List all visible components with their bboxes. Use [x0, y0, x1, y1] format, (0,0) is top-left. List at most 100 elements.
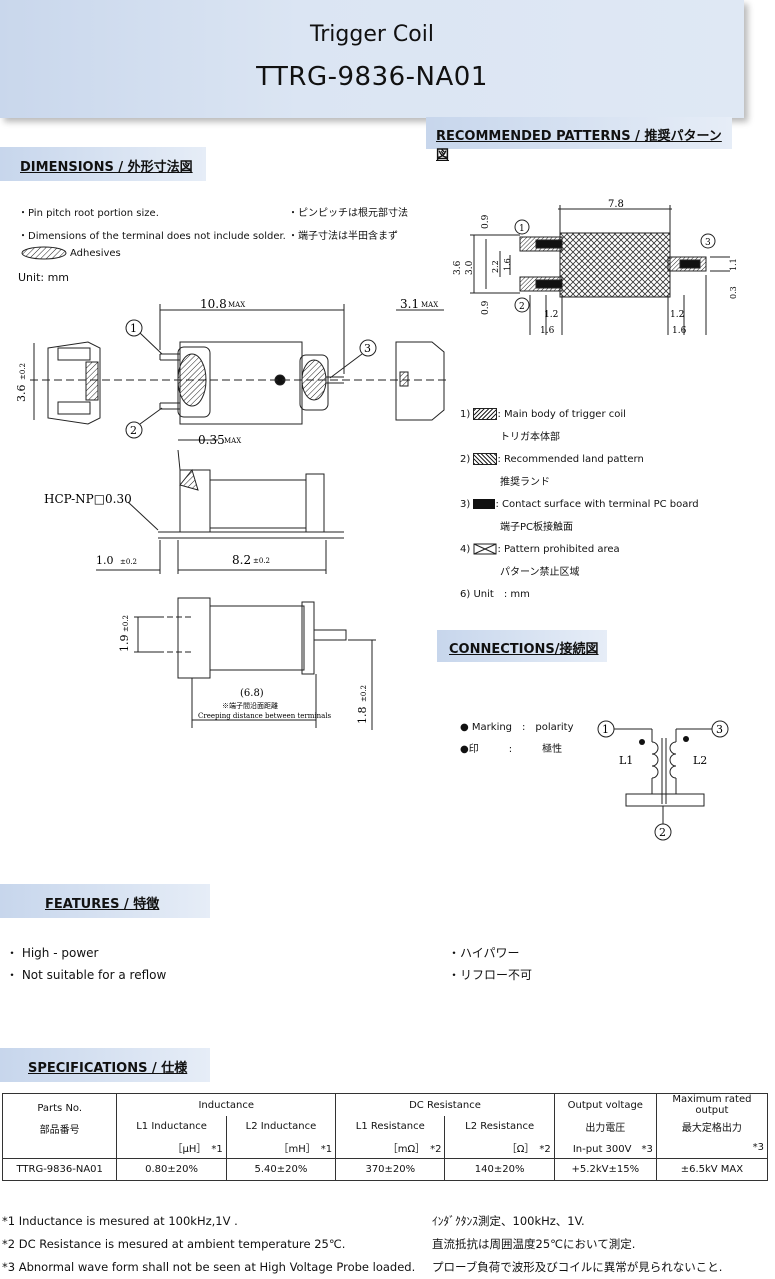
legend-jp: トリガ本体部 — [500, 431, 560, 443]
note-pin-pitch: ・Pin pitch root portion size. — [18, 208, 159, 219]
svg-text:HCP-NP□0.30: HCP-NP□0.30 — [44, 492, 132, 506]
svg-text:±0.2: ±0.2 — [19, 363, 27, 380]
max-output-header: Maximum rated output — [655, 1093, 769, 1116]
feature-item: ・ハイパワー — [448, 946, 520, 960]
svg-text:1.2: 1.2 — [670, 310, 684, 320]
feature-item: ・リフロー不可 — [448, 968, 533, 982]
max-output-jp: 最大定格出力 — [655, 1116, 769, 1137]
parts-no-header: Parts No.部品番号 — [1, 1093, 118, 1159]
output-voltage-header: Output voltage — [553, 1093, 657, 1116]
svg-text:1.1: 1.1 — [729, 258, 738, 271]
features-header: FEATURES / 特徴 — [0, 884, 210, 918]
svg-text:L1: L1 — [619, 754, 633, 767]
max-output-unit: *3 — [655, 1137, 769, 1159]
features-list-en: ・ High - power ・ Not suitable for a refl… — [6, 942, 166, 986]
recommended-pattern-drawing: 7.8 0.9 0.9 3.6 3.0 2.2 1.6 1.2 1.6 1.2 … — [453, 199, 738, 336]
svg-text:±0.2: ±0.2 — [120, 558, 137, 566]
inductance-header: Inductance — [116, 1093, 337, 1116]
svg-text:0.9: 0.9 — [481, 300, 491, 315]
legend-item: 3) : Contact surface with terminal PC bo… — [460, 499, 699, 510]
doc-title: Trigger Coil — [310, 22, 434, 47]
svg-text:2: 2 — [659, 826, 666, 839]
note-terminal-solder: ・Dimensions of the terminal does not inc… — [18, 231, 286, 242]
svg-text:MAX: MAX — [224, 437, 241, 445]
l1-resistance-header: L1 Resistance — [335, 1116, 446, 1137]
specifications-header: SPECIFICATIONS / 仕様 — [0, 1048, 210, 1082]
svg-text:MAX: MAX — [228, 301, 245, 309]
feature-item: ・ Not suitable for a reflow — [6, 968, 167, 982]
svg-text:8.2: 8.2 — [232, 553, 251, 567]
output-voltage-jp: 出力電圧 — [553, 1116, 657, 1137]
footnote: *3 Abnormal wave form shall not be seen … — [2, 1260, 416, 1274]
l2-resistance-unit: ［Ω］ *2 — [444, 1137, 555, 1159]
unit-label: Unit: mm — [18, 271, 70, 284]
svg-text:1.2: 1.2 — [544, 310, 558, 320]
svg-text:1.0: 1.0 — [96, 554, 114, 567]
svg-text:3.6: 3.6 — [453, 260, 463, 275]
svg-text:3.6: 3.6 — [15, 385, 28, 403]
adhesive-symbol — [21, 246, 67, 260]
legend-item: 1) : Main body of trigger coil — [460, 408, 626, 420]
legend-item: 4) : Pattern prohibited area — [460, 543, 620, 555]
svg-text:MAX: MAX — [421, 301, 438, 309]
main-body-swatch — [473, 408, 498, 420]
legend-item: 2) : Recommended land pattern — [460, 453, 644, 465]
footnote: *1 Inductance is mesured at 100kHz,1V . — [2, 1214, 238, 1228]
svg-text:0.35: 0.35 — [198, 433, 225, 447]
svg-text:L2: L2 — [693, 754, 707, 767]
spec-table: Parts No.部品番号 Inductance DC Resistance O… — [1, 1093, 769, 1181]
note-pin-pitch-jp: ・ピンピッチは根元部寸法 — [288, 208, 408, 219]
svg-text:2: 2 — [130, 424, 137, 437]
cell-l1-resistance: 370±20% — [335, 1158, 446, 1181]
contact-surface-swatch — [473, 499, 496, 509]
svg-text:1: 1 — [519, 224, 525, 234]
table-row: TTRG-9836-NA01 0.80±20% 5.40±20% 370±20%… — [1, 1158, 769, 1181]
footnote: ｲﾝﾀﾞｸﾀﾝｽ測定、100kHz、1V. — [432, 1214, 585, 1228]
svg-text:±0.2: ±0.2 — [122, 615, 130, 632]
l1-resistance-unit: ［mΩ］ *2 — [335, 1137, 446, 1159]
cell-output-voltage: +5.2kV±15% — [553, 1158, 657, 1181]
cell-l2-resistance: 140±20% — [444, 1158, 555, 1181]
dc-resistance-header: DC Resistance — [335, 1093, 555, 1116]
dimension-drawing: 10.8 MAX 3.1 MAX 1 2 3 3.6 ±0.2 0.35 MAX… — [15, 297, 450, 730]
l2-inductance-unit: ［mH］ *1 — [225, 1137, 337, 1159]
cell-max-output: ±6.5kV MAX — [655, 1158, 769, 1181]
svg-text:3: 3 — [716, 723, 723, 736]
legend-jp: 推奨ランド — [500, 476, 550, 488]
svg-text:7.8: 7.8 — [608, 199, 624, 210]
feature-item: ・ High - power — [6, 946, 99, 960]
recommended-patterns-header: RECOMMENDED PATTERNS / 推奨パターン図 — [426, 117, 732, 163]
l2-resistance-header: L2 Resistance — [444, 1116, 555, 1137]
svg-text:1.8: 1.8 — [356, 707, 369, 725]
l1-inductance-unit: ［μH］ *1 — [116, 1137, 227, 1159]
footnote: プローブ負荷で波形及びコイルに異常が見られないこと. — [432, 1260, 723, 1274]
svg-text:Creeping distance between term: Creeping distance between terminals — [198, 712, 332, 720]
svg-text:2.2: 2.2 — [491, 260, 500, 273]
footnote: *2 DC Resistance is mesured at ambient t… — [2, 1237, 346, 1251]
recommended-patterns-label: RECOMMENDED PATTERNS / 推奨パターン図 — [436, 129, 722, 163]
prohibited-swatch — [473, 543, 497, 555]
footnotes-jp: ｲﾝﾀﾞｸﾀﾝｽ測定、100kHz、1V. 直流抵抗は周囲温度25℃において測定… — [432, 1210, 722, 1279]
note-terminal-solder-jp: ・端子寸法は半田含まず — [288, 231, 398, 242]
svg-text:1.6: 1.6 — [503, 258, 512, 271]
svg-text:±0.2: ±0.2 — [253, 557, 270, 565]
svg-text:(6.8): (6.8) — [240, 688, 264, 699]
svg-text:1: 1 — [130, 322, 137, 335]
specifications-label: SPECIFICATIONS / 仕様 — [28, 1061, 188, 1076]
part-number: TTRG-9836-NA01 — [256, 62, 488, 92]
svg-text:0.9: 0.9 — [481, 214, 491, 229]
output-voltage-unit: In-put 300V *3 — [553, 1137, 657, 1159]
connections-header: CONNECTIONS/接続図 — [437, 630, 607, 662]
dimensions-label: DIMENSIONS / 外形寸法図 — [20, 160, 193, 175]
features-label: FEATURES / 特徴 — [45, 897, 160, 912]
dim-10.8: 10.8 — [200, 297, 227, 311]
marking-note-jp: ●印:極性 — [460, 744, 563, 755]
legend-item: 6) Unit : mm — [460, 589, 530, 600]
svg-text:1.6: 1.6 — [672, 326, 687, 336]
connections-label: CONNECTIONS/接続図 — [449, 642, 599, 657]
l1-inductance-header: L1 Inductance — [116, 1116, 227, 1137]
svg-text:2: 2 — [519, 302, 525, 312]
pattern-legend: 1) : Main body of trigger coil トリガ本体部 2)… — [460, 404, 699, 607]
svg-text:0.3: 0.3 — [729, 286, 738, 299]
svg-text:3: 3 — [364, 342, 371, 355]
